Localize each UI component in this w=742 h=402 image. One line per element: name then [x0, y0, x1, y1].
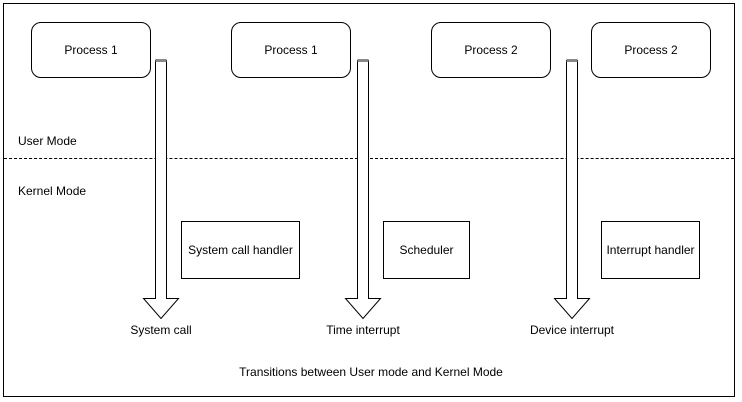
interrupt-handler-label: Interrupt handler — [606, 243, 695, 257]
scheduler-box[interactable]: Scheduler — [383, 221, 470, 279]
system-call-label: System call — [130, 323, 192, 337]
system-call-handler-box[interactable]: System call handler — [181, 221, 300, 279]
user-mode-label: User Mode — [18, 134, 77, 148]
diagram-outer-border — [3, 3, 735, 397]
system-call-arrow — [142, 59, 180, 320]
process-box-2[interactable]: Process 1 — [231, 22, 351, 78]
process-box-3-label: Process 2 — [464, 43, 518, 57]
system-call-handler-label: System call handler — [188, 243, 293, 257]
diagram-caption: Transitions between User mode and Kernel… — [239, 365, 503, 379]
interrupt-handler-box[interactable]: Interrupt handler — [601, 221, 700, 279]
process-box-2-label: Process 1 — [264, 43, 318, 57]
process-box-4-label: Process 2 — [624, 43, 678, 57]
time-interrupt-arrow — [344, 59, 382, 320]
device-interrupt-label: Device interrupt — [529, 323, 615, 337]
process-box-1-label: Process 1 — [64, 43, 118, 57]
process-box-1[interactable]: Process 1 — [31, 22, 151, 78]
process-box-3[interactable]: Process 2 — [431, 22, 551, 78]
time-interrupt-label: Time interrupt — [326, 323, 400, 337]
device-interrupt-arrow — [553, 59, 591, 320]
scheduler-label: Scheduler — [399, 243, 454, 257]
kernel-mode-label: Kernel Mode — [18, 184, 87, 198]
process-box-4[interactable]: Process 2 — [591, 22, 711, 78]
